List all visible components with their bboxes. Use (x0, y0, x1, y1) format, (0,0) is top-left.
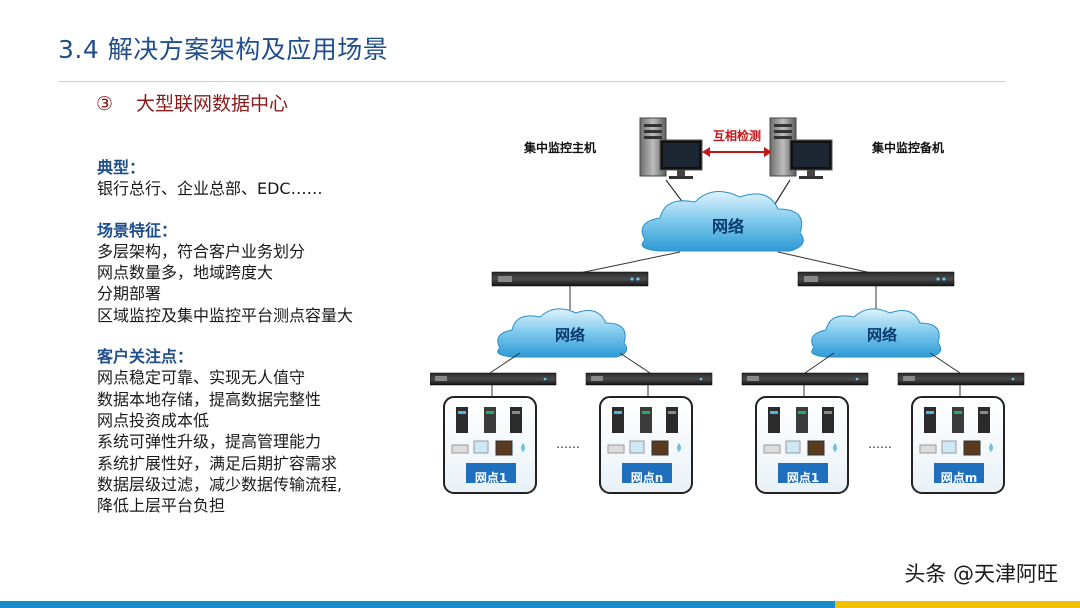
site-switch-2 (585, 372, 713, 386)
section-line: 数据层级过滤，减少数据传输流程, (97, 474, 343, 494)
site-switch-3 (741, 372, 869, 386)
section-line: 降低上层平台负担 (97, 496, 226, 516)
mutual-check-arrow (702, 147, 772, 157)
section-line: 网点数量多，地域跨度大 (97, 263, 274, 283)
main-host-computer (639, 117, 703, 180)
section-heading: 典型： (97, 158, 146, 177)
scenario-text: 典型： 银行总行、企业总部、EDC…… 场景特征： 多层架构，符合客户业务划分 … (97, 157, 353, 516)
section-line: 网点投资成本低 (97, 410, 210, 430)
section-line: 网点稳定可靠、实现无人值守 (97, 368, 306, 388)
ellipsis-left: …… (556, 437, 580, 451)
section-line: 系统可弹性升级，提高管理能力 (97, 432, 322, 452)
footer-bar-yellow (835, 601, 1080, 608)
site-switch-4 (897, 372, 1025, 386)
site-label: 网点m (941, 470, 978, 485)
subtitle: ③ 大型联网数据中心 (96, 89, 288, 116)
top-network-label: 网络 (712, 217, 744, 236)
section-line: 系统扩展性好，满足后期扩容需求 (97, 453, 338, 473)
section-line: 银行总行、企业总部、EDC…… (97, 179, 323, 199)
page-title: 3.4 解决方案架构及应用场景 (58, 35, 389, 64)
section-line: 区域监控及集中监控平台测点容量大 (97, 305, 354, 325)
footer-bar-blue (0, 601, 835, 608)
site-label: 网点1 (787, 470, 819, 485)
site-switch-1 (430, 372, 557, 386)
top-network-cloud (641, 191, 804, 252)
backup-host-label: 集中监控备机 (871, 140, 944, 155)
section-heading: 场景特征： (97, 220, 178, 240)
section-typical: 典型： 银行总行、企业总部、EDC…… (97, 157, 353, 200)
ellipsis-right: …… (868, 437, 892, 451)
watermark: 头条 @天津阿旺 (904, 562, 1058, 586)
site-label: 网点n (631, 470, 664, 485)
title-divider (58, 81, 1006, 82)
left-network-label: 网络 (555, 326, 585, 344)
section-line: 数据本地存储，提高数据完整性 (97, 389, 322, 409)
right-network-cloud (811, 308, 942, 358)
mutual-check-label: 互相检测 (713, 128, 761, 143)
site-label: 网点1 (475, 470, 507, 485)
right-network-label: 网络 (867, 326, 897, 344)
main-host-label: 集中监控主机 (523, 140, 596, 155)
section-line: 多层架构，符合客户业务划分 (97, 241, 306, 261)
section-line: 分期部署 (97, 284, 162, 304)
architecture-diagram: 集中监控主机 集中监控备机 互相检测 网络 网络 网络 (430, 117, 1025, 494)
left-network-cloud (497, 308, 628, 358)
left-region-switch (491, 271, 649, 287)
backup-host-computer (769, 117, 833, 180)
subtitle-number: ③ (96, 93, 114, 115)
right-region-switch (797, 271, 955, 287)
section-heading: 客户关注点： (97, 347, 194, 367)
section-concerns: 客户关注点： 网点稳定可靠、实现无人值守 数据本地存储，提高数据完整性 网点投资… (97, 346, 353, 516)
subtitle-text: 大型联网数据中心 (136, 93, 289, 115)
section-features: 场景特征： 多层架构，符合客户业务划分 网点数量多，地域跨度大 分期部署 区域监… (97, 220, 353, 326)
